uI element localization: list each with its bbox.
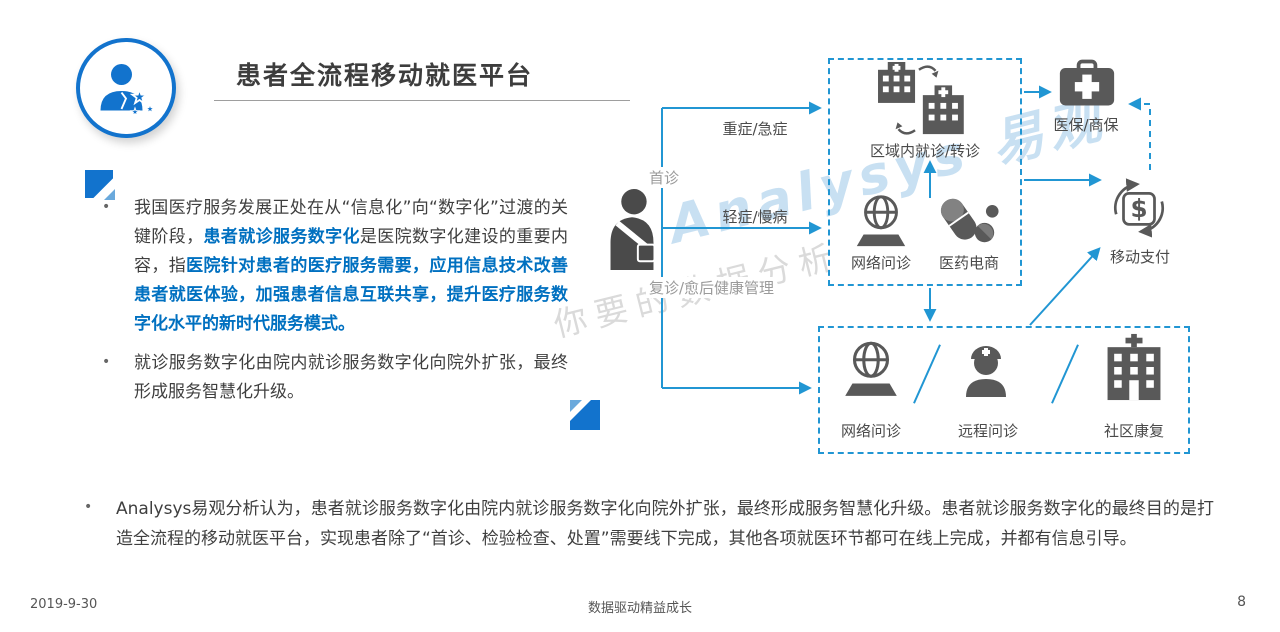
label-insurance: 医保/商保	[1053, 116, 1119, 134]
online-consult2-icon	[838, 336, 904, 400]
remote-consult-icon	[954, 334, 1018, 402]
regional-services-box	[828, 58, 1022, 286]
label-mild: 轻症/慢病	[722, 208, 788, 226]
svg-text:$: $	[1130, 194, 1147, 223]
analysys-logo-badge	[76, 38, 176, 138]
bullet1-part3: 是医院数字化建设的重要内容，指	[134, 227, 568, 276]
label-remote-consult: 远程问诊	[957, 422, 1018, 440]
page-title: 患者全流程移动就医平台	[236, 61, 534, 90]
bullet-point-2: • 就诊服务数字化由院内就诊服务数字化向院外扩张，最终形成服务智慧化升级。	[102, 349, 568, 407]
label-regional: 区域内就诊/转诊	[869, 142, 981, 160]
label-online-consult-bottom: 网络问诊	[840, 422, 901, 440]
patient-icon	[604, 188, 660, 270]
bullet2-text: 就诊服务数字化由院内就诊服务数字化向院外扩张，最终形成服务智慧化升级。	[134, 353, 568, 402]
online-consult-icon	[850, 190, 912, 250]
community-rehab-icon	[1100, 332, 1168, 402]
label-severe: 重症/急症	[722, 120, 788, 138]
out-of-hospital-box	[818, 326, 1190, 454]
bullet1-part1: 我国医疗服务发展正处在从“信息化”向“数字化”过渡的关键阶段，	[134, 198, 568, 247]
label-payment: 移动支付	[1109, 248, 1170, 266]
analysis-note: • Analysys易观分析认为，患者就诊服务数字化由院内就诊服务数字化向院外扩…	[84, 494, 1214, 554]
footer-date: 2019-9-30	[30, 597, 98, 612]
bullet1-part2-highlight: 患者就诊服务数字化	[203, 227, 360, 247]
footer-slogan: 数据驱动精益成长	[587, 601, 692, 616]
footer-page-number: 8	[1237, 594, 1246, 610]
pharmacy-icon	[938, 190, 1000, 250]
bullet-dot: •	[102, 199, 111, 215]
bullet1-part4-highlight: 医院针对患者的医疗服务需要，应用信息技术改善患者就医体验，加强患者信息互联共享，…	[134, 256, 568, 334]
corner-decoration-top-fold	[104, 189, 115, 200]
insurance-icon	[1058, 58, 1116, 108]
bullet-dot: •	[102, 354, 111, 370]
label-community-rehab: 社区康复	[1103, 422, 1164, 440]
bullet-dot: •	[84, 499, 93, 515]
title-divider	[214, 100, 630, 101]
bullet1-text: 我国医疗服务发展正处在从“信息化”向“数字化”过渡的关键阶段，患者就诊服务数字化…	[134, 194, 568, 339]
user-stars-icon	[90, 52, 162, 124]
left-text-panel: • 我国医疗服务发展正处在从“信息化”向“数字化”过渡的关键阶段，患者就诊服务数…	[102, 194, 568, 417]
label-first-visit: 首诊	[646, 167, 683, 188]
hospital-transfer-icon	[858, 62, 976, 138]
mobile-payment-icon: $	[1108, 176, 1170, 238]
analysis-note-text: Analysys易观分析认为，患者就诊服务数字化由院内就诊服务数字化向院外扩张，…	[116, 499, 1214, 549]
label-pharmacy: 医药电商	[938, 254, 999, 272]
label-followup: 复诊/愈后健康管理	[646, 277, 778, 298]
bullet-point-1: • 我国医疗服务发展正处在从“信息化”向“数字化”过渡的关键阶段，患者就诊服务数…	[102, 194, 568, 339]
label-online-consult-top: 网络问诊	[850, 254, 911, 272]
